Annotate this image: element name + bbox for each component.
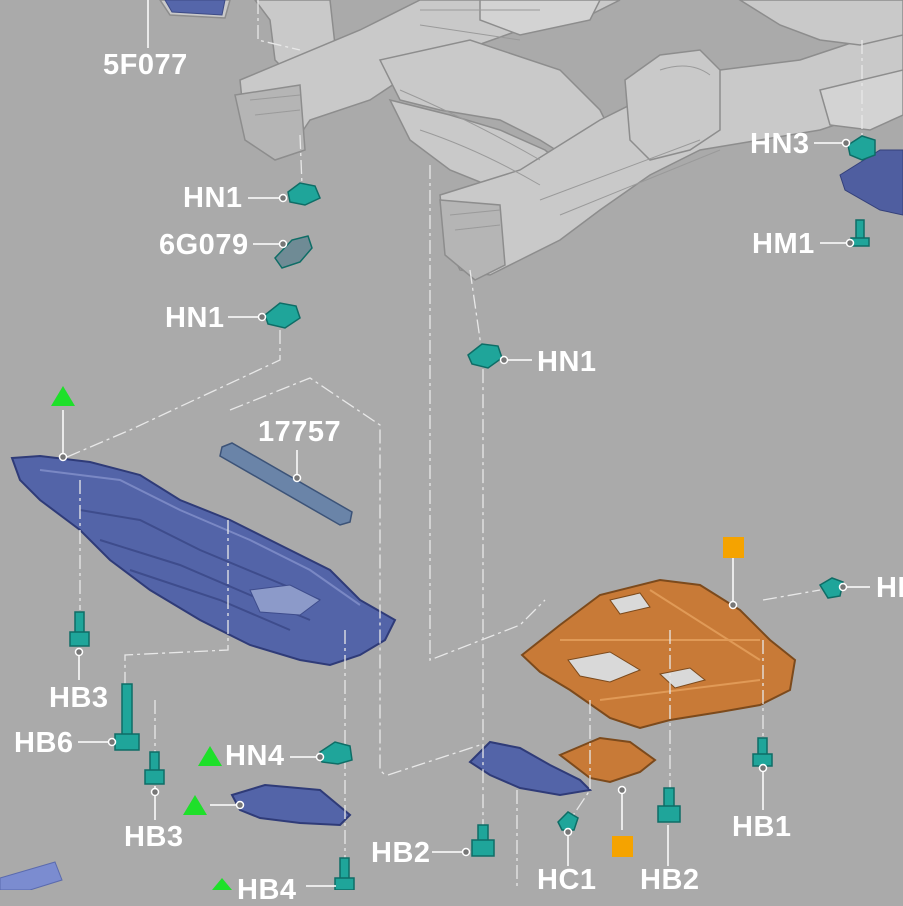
bolt-hb4	[334, 857, 355, 891]
bottom-left-part	[0, 861, 63, 891]
orange-small-plate	[558, 736, 657, 784]
label-hn1-mid: HN1	[165, 302, 225, 334]
bolt-hb1	[752, 737, 773, 767]
triangle-marker-hb4	[212, 878, 232, 890]
fasteners	[69, 135, 876, 891]
label-hm1: HM1	[752, 228, 815, 260]
chassis-frame	[159, 0, 903, 281]
nut-hn1-top	[287, 182, 321, 206]
label-17757: 17757	[258, 416, 342, 448]
bolt-hb2-left	[471, 824, 495, 857]
bolt-hb3-top	[69, 611, 90, 647]
label-hn4: HN4	[225, 740, 285, 772]
label-right-edge: HI	[876, 572, 903, 604]
label-hb3-top: HB3	[49, 682, 109, 714]
front-skid-plate	[10, 454, 397, 667]
label-hn1-top: HN1	[183, 182, 243, 214]
nut-hn1-center	[467, 343, 503, 369]
right-blue-bracket	[839, 149, 903, 216]
alignment-lines	[59, 0, 863, 890]
label-hn3: HN3	[750, 128, 810, 160]
nut-hn1-mid	[264, 302, 301, 329]
bolt-hb2-right	[657, 787, 681, 823]
square-marker-orange-plate	[723, 537, 744, 558]
square-marker-hb2	[612, 836, 633, 857]
lower-center-shield	[468, 740, 593, 797]
label-hn1-center: HN1	[537, 346, 597, 378]
label-5f077: 5F077	[103, 49, 188, 81]
nut-hn3	[847, 135, 876, 161]
orange-skid-plate	[520, 578, 797, 730]
clip-hc1	[557, 811, 579, 831]
leader-lines	[58, 0, 870, 887]
lower-left-shield	[230, 783, 352, 827]
label-hb4: HB4	[237, 874, 297, 906]
label-hb1: HB1	[732, 811, 792, 843]
label-hb2-left: HB2	[371, 837, 431, 869]
bolt-hb6	[114, 683, 140, 751]
label-hb3-low: HB3	[124, 821, 184, 853]
triangle-marker-small-shield	[183, 795, 207, 815]
frame-details	[249, 9, 721, 231]
nut-hn4	[319, 741, 353, 765]
bolt-hb3-low	[144, 751, 165, 785]
triangle-marker-shield	[51, 386, 75, 406]
bracket-5f077-part	[164, 0, 226, 16]
bracket-6g079	[274, 235, 313, 269]
bar-17757	[219, 442, 353, 526]
triangle-marker-hn4	[198, 746, 222, 766]
label-6g079: 6G079	[159, 229, 249, 261]
label-hc1: HC1	[537, 864, 597, 896]
label-hb6: HB6	[14, 727, 74, 759]
label-hb2-right: HB2	[640, 864, 700, 896]
